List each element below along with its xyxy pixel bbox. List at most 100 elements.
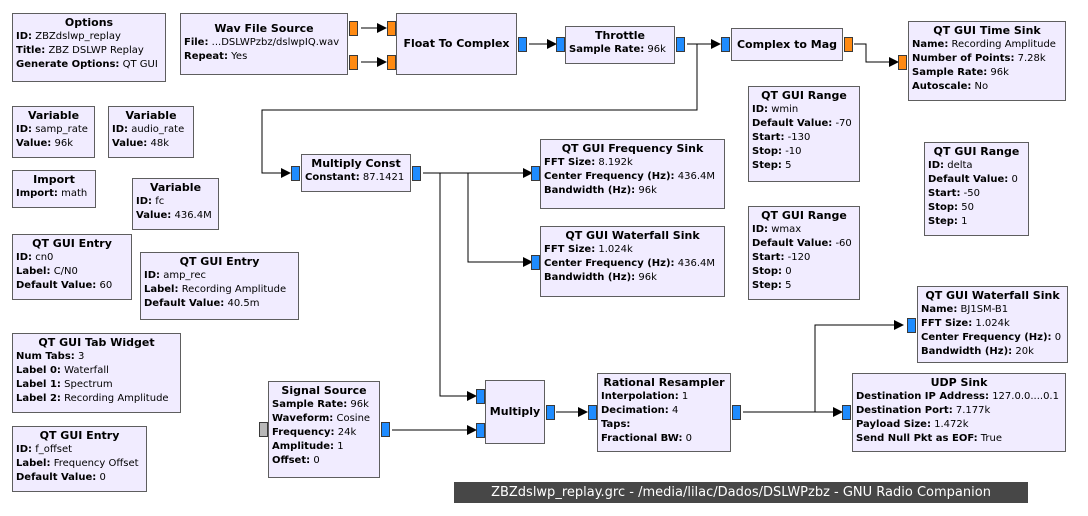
param-row: Label 0: Waterfall — [16, 365, 109, 376]
block-complex-to-mag[interactable]: Complex to Mag — [731, 28, 843, 61]
wire-mulconst-wfsink1 — [423, 172, 533, 267]
timesink-in-port[interactable] — [898, 55, 907, 70]
block-udp-sink[interactable]: UDP Sink Destination IP Address: 127.0.0… — [852, 373, 1066, 452]
param-row: Name: Recording Amplitude — [912, 39, 1056, 50]
block-rational-resampler[interactable]: Rational Resampler Interpolation: 1 Deci… — [597, 373, 731, 452]
block-title: Wav File Source — [214, 22, 314, 35]
multiply-in-port-1[interactable] — [476, 423, 485, 438]
block-multiply[interactable]: Multiply — [485, 380, 545, 444]
block-qt-gui-range-wmin[interactable]: QT GUI Range ID: wmin Default Value: -70… — [748, 86, 860, 182]
block-title: Signal Source — [281, 384, 367, 397]
block-qt-gui-range-wmax[interactable]: QT GUI Range ID: wmax Default Value: -60… — [748, 206, 860, 300]
param-row: FFT Size: 8.192k — [544, 157, 633, 168]
block-qt-gui-entry-cn0[interactable]: QT GUI Entry ID: cn0 Label: C/N0 Default… — [12, 234, 132, 300]
param-row: Center Frequency (Hz): 0 — [921, 332, 1062, 343]
block-multiply-const[interactable]: Multiply Const Constant: 87.1421 — [301, 154, 411, 192]
block-title: QT GUI Time Sink — [933, 24, 1041, 37]
resampler-out-port[interactable] — [732, 405, 741, 420]
param-row: Start: -130 — [752, 132, 811, 143]
block-float-to-complex[interactable]: Float To Complex — [396, 13, 517, 75]
wav-out-port-0[interactable] — [349, 21, 358, 36]
block-qt-gui-tab-widget[interactable]: QT GUI Tab Widget Num Tabs: 3 Label 0: W… — [12, 333, 181, 413]
param-row: Frequency: 24k — [272, 427, 357, 438]
block-title: QT GUI Waterfall Sink — [565, 229, 700, 242]
param-row: Center Frequency (Hz): 436.4M — [544, 258, 716, 269]
f2c-in-port-0[interactable] — [387, 21, 396, 36]
sigsrc-out-port[interactable] — [381, 422, 390, 437]
throttle-in-port[interactable] — [556, 37, 565, 52]
param-row: Num Tabs: 3 — [16, 351, 85, 362]
block-variable-audio-rate[interactable]: Variable ID: audio_rate Value: 48k — [108, 106, 194, 158]
block-qt-gui-entry-amp-rec[interactable]: QT GUI Entry ID: amp_rec Label: Recordin… — [140, 252, 299, 320]
mulconst-in-port[interactable] — [291, 166, 300, 181]
param-row: Import: math — [16, 188, 88, 199]
mulconst-out-port[interactable] — [412, 166, 421, 181]
block-qt-gui-waterfall-sink-2[interactable]: QT GUI Waterfall Sink Name: BJ1SM-B1 FFT… — [917, 286, 1068, 363]
f2c-in-port-1[interactable] — [387, 55, 396, 70]
param-row: Autoscale: No — [912, 81, 989, 92]
param-row: Start: -50 — [928, 188, 980, 199]
param-row: Step: 5 — [752, 160, 792, 171]
block-variable-samp-rate[interactable]: Variable ID: samp_rate Value: 96k — [12, 106, 95, 158]
block-qt-gui-range-delta[interactable]: QT GUI Range ID: delta Default Value: 0 … — [924, 142, 1029, 236]
param-row: Sample Rate: 96k — [569, 44, 666, 55]
udpsink-in-port[interactable] — [842, 405, 851, 420]
block-title: QT GUI Entry — [32, 237, 112, 250]
wfsink1-in-port[interactable] — [531, 255, 540, 270]
param-row: Label: Recording Amplitude — [144, 284, 287, 295]
c2m-out-port[interactable] — [844, 37, 853, 52]
wav-out-port-1[interactable] — [349, 55, 358, 70]
f2c-out-port[interactable] — [518, 37, 527, 52]
c2m-in-port[interactable] — [721, 37, 730, 52]
resampler-in-port[interactable] — [588, 405, 597, 420]
block-title: QT GUI Range — [933, 145, 1020, 158]
block-qt-gui-waterfall-sink-1[interactable]: QT GUI Waterfall Sink FFT Size: 1.024k C… — [540, 226, 725, 297]
block-title: Variable — [149, 181, 202, 194]
param-row: ID: delta — [928, 160, 973, 171]
param-row: Label: C/N0 — [16, 266, 78, 277]
param-row: Payload Size: 1.472k — [856, 419, 969, 430]
param-row: Label: Frequency Offset — [16, 458, 139, 469]
param-row: ID: wmax — [752, 224, 802, 235]
sigsrc-message-port[interactable] — [259, 422, 268, 437]
param-row: Default Value: 40.5m — [144, 298, 260, 309]
block-wav-file-source[interactable]: Wav File Source File: ...DSLWPzbz/dslwpI… — [180, 13, 348, 75]
block-title: Float To Complex — [403, 37, 510, 50]
block-throttle[interactable]: Throttle Sample Rate: 96k — [565, 26, 675, 64]
param-row: File: ...DSLWPzbz/dslwpIQ.wav — [184, 37, 340, 48]
window-title-bar: ZBZdslwp_replay.grc - /media/lilac/Dados… — [454, 482, 1028, 503]
param-row: Number of Points: 7.28k — [912, 53, 1046, 64]
param-row: Taps: — [601, 419, 631, 430]
param-row: ID: cn0 — [16, 252, 54, 263]
multiply-in-port-0[interactable] — [476, 389, 485, 404]
param-row: ID: amp_rec — [144, 270, 206, 281]
param-row: Value: 436.4M — [136, 210, 212, 221]
block-title: Variable — [27, 109, 80, 122]
block-qt-gui-entry-f-offset[interactable]: QT GUI Entry ID: f_offset Label: Frequen… — [12, 426, 147, 492]
block-title: Multiply — [489, 405, 541, 418]
freqsink-in-port[interactable] — [531, 166, 540, 181]
param-row: Stop: 0 — [752, 266, 792, 277]
block-qt-gui-time-sink[interactable]: QT GUI Time Sink Name: Recording Amplitu… — [908, 21, 1066, 101]
block-title: QT GUI Entry — [179, 255, 260, 268]
block-title: Complex to Mag — [736, 37, 837, 51]
param-row: ID: samp_rate — [16, 124, 88, 135]
param-row: ID: wmin — [752, 104, 799, 115]
param-row: Stop: 50 — [928, 202, 974, 213]
param-row: FFT Size: 1.024k — [544, 244, 633, 255]
block-options[interactable]: Options ID: ZBZdslwp_replay Title: ZBZ D… — [12, 13, 166, 82]
param-row: Center Frequency (Hz): 436.4M — [544, 171, 716, 182]
param-row: Generate Options: QT GUI — [16, 59, 158, 70]
block-variable-fc[interactable]: Variable ID: fc Value: 436.4M — [132, 178, 219, 230]
param-row: Bandwidth (Hz): 96k — [544, 185, 657, 196]
throttle-out-port[interactable] — [676, 37, 685, 52]
block-import[interactable]: Import Import: math — [12, 170, 96, 208]
block-signal-source[interactable]: Signal Source Sample Rate: 96k Waveform:… — [268, 381, 380, 478]
multiply-out-port[interactable] — [546, 405, 555, 420]
block-title: UDP Sink — [930, 376, 988, 389]
block-title: QT GUI Tab Widget — [38, 336, 155, 349]
wfsink2-in-port[interactable] — [907, 318, 916, 333]
block-title: Import — [33, 173, 75, 186]
block-qt-gui-frequency-sink[interactable]: QT GUI Frequency Sink FFT Size: 8.192k C… — [540, 139, 725, 209]
